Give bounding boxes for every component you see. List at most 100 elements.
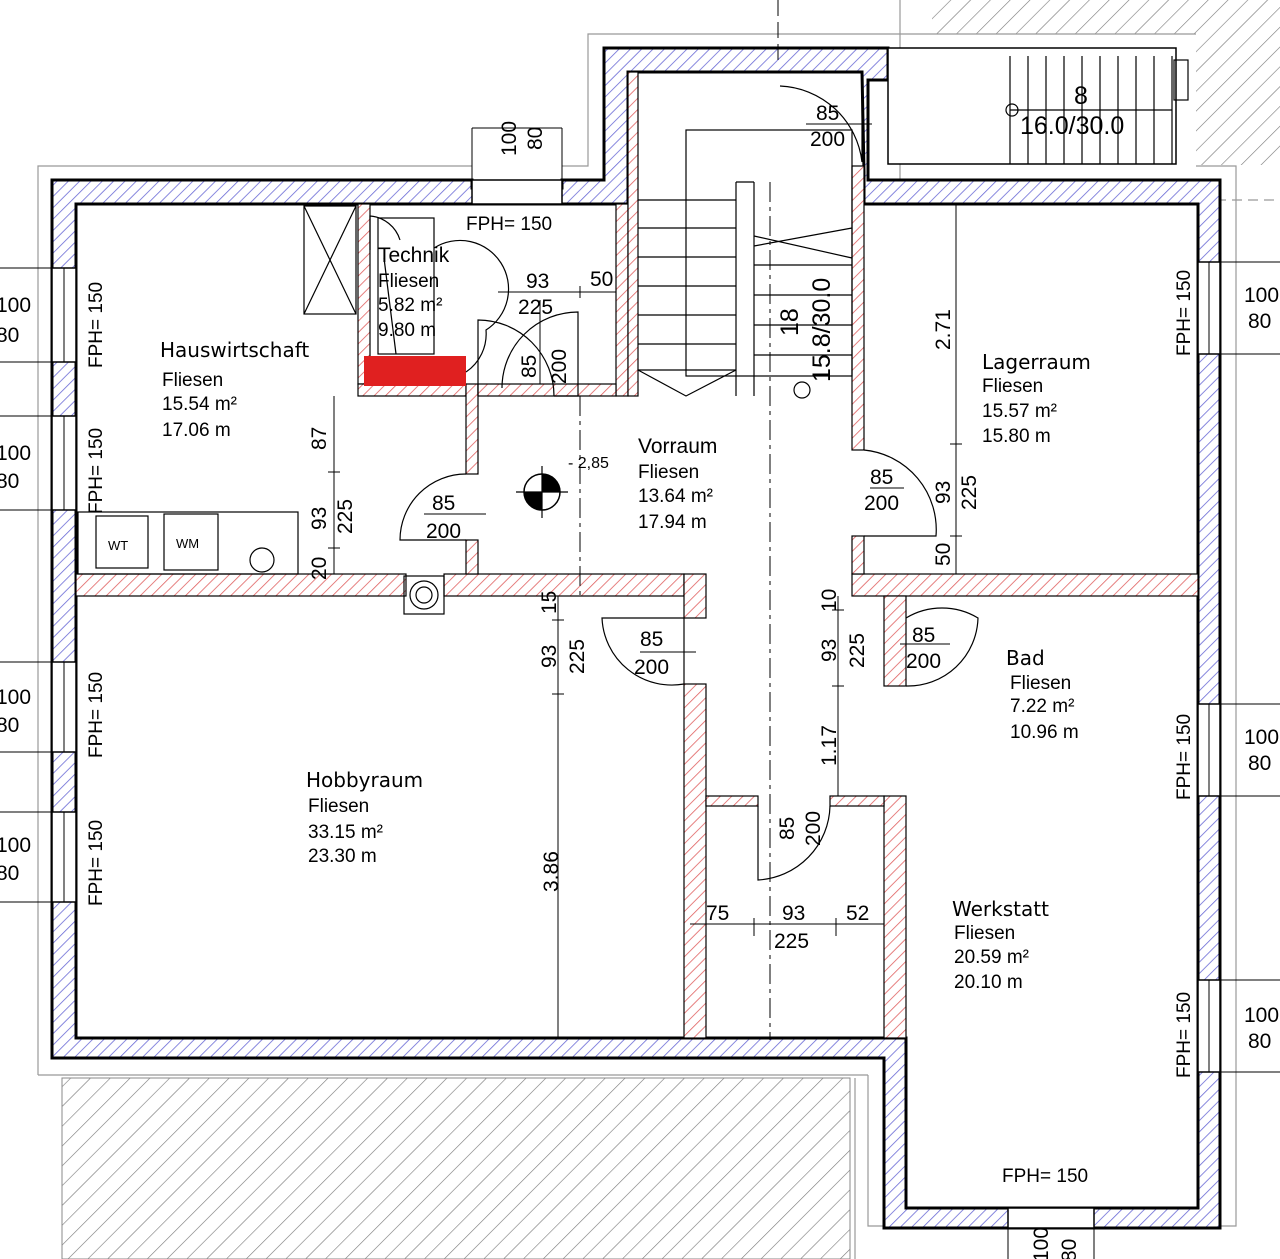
svg-text:200: 200 (864, 492, 899, 515)
svg-text:225: 225 (518, 296, 553, 319)
fph-label: FPH= 150 (86, 282, 107, 368)
fixtures (77, 205, 445, 615)
svg-text:50: 50 (590, 268, 613, 291)
stairs-landing (1005, 56, 1189, 164)
svg-text:10: 10 (818, 589, 841, 612)
svg-text:17.06 m: 17.06 m (162, 420, 231, 441)
room-hobbyraum: Hobbyraum Fliesen 33.15 m² 23.30 m (306, 768, 423, 867)
level-marker-icon (516, 466, 568, 518)
svg-text:Fliesen: Fliesen (1010, 673, 1071, 694)
svg-text:200: 200 (634, 656, 669, 679)
svg-text:85: 85 (518, 355, 541, 378)
svg-text:100: 100 (1244, 726, 1279, 749)
fph-label: FPH= 150 (466, 214, 552, 235)
svg-text:93: 93 (538, 645, 561, 668)
svg-text:225: 225 (566, 639, 589, 674)
appliance-wt: WT (108, 538, 128, 553)
svg-text:100: 100 (0, 686, 31, 709)
fph-label: FPH= 150 (1002, 1166, 1088, 1187)
room-lagerraum: Lagerraum Fliesen 15.57 m² 15.80 m (982, 350, 1091, 447)
svg-text:225: 225 (958, 475, 981, 510)
room-technik: Technik Fliesen 5.82 m² 9.80 m (378, 244, 450, 341)
svg-text:80: 80 (1248, 310, 1271, 333)
door-dims: 85 200 85 200 85 200 85 200 85 200 85 20… (426, 102, 941, 846)
interior-walls (75, 71, 1199, 1039)
technik-red-unit (364, 356, 466, 386)
svg-text:100: 100 (0, 442, 31, 465)
svg-text:80: 80 (0, 714, 19, 737)
svg-text:80: 80 (0, 862, 19, 885)
svg-text:80: 80 (0, 324, 19, 347)
svg-text:7.22 m²: 7.22 m² (1010, 696, 1074, 717)
svg-text:80: 80 (1248, 752, 1271, 775)
svg-text:225: 225 (774, 930, 809, 953)
window-sills (0, 127, 1280, 1259)
svg-text:200: 200 (802, 811, 825, 846)
svg-text:80: 80 (1058, 1239, 1081, 1259)
svg-text:Fliesen: Fliesen (638, 462, 699, 483)
svg-text:50: 50 (932, 543, 955, 566)
svg-text:93: 93 (782, 902, 805, 925)
svg-text:100: 100 (0, 294, 31, 317)
svg-text:Fliesen: Fliesen (162, 370, 223, 391)
svg-text:93: 93 (932, 481, 955, 504)
terrain-hatch-bottom (61, 1077, 851, 1259)
stairs-main-ratio: 15.8/30.0 (808, 278, 836, 382)
svg-text:Vorraum: Vorraum (638, 435, 717, 458)
svg-text:Fliesen: Fliesen (378, 271, 439, 292)
svg-text:15: 15 (538, 591, 561, 614)
svg-text:93: 93 (308, 507, 331, 530)
svg-text:Lagerraum: Lagerraum (982, 350, 1091, 374)
stairs-landing-ratio: 16.0/30.0 (1020, 112, 1124, 140)
svg-text:93: 93 (818, 639, 841, 662)
svg-text:200: 200 (906, 650, 941, 673)
door-swings (369, 85, 979, 881)
room-werkstatt: Werkstatt Fliesen 20.59 m² 20.10 m (952, 897, 1049, 993)
appliance-wm: WM (176, 536, 199, 551)
level-value: - 2,85 (568, 455, 609, 472)
svg-text:5.82 m²: 5.82 m² (378, 295, 442, 316)
svg-text:15.57 m²: 15.57 m² (982, 401, 1057, 422)
fph-label: FPH= 150 (1174, 992, 1195, 1078)
svg-text:75: 75 (706, 902, 729, 925)
svg-text:2.71: 2.71 (932, 309, 955, 350)
svg-text:87: 87 (308, 427, 331, 450)
svg-text:13.64 m²: 13.64 m² (638, 486, 713, 507)
svg-text:80: 80 (524, 127, 547, 150)
fph-label: FPH= 150 (1174, 270, 1195, 356)
svg-text:200: 200 (810, 128, 845, 151)
svg-text:100: 100 (1244, 284, 1279, 307)
room-vorraum: Vorraum Fliesen 13.64 m² 17.94 m (638, 435, 717, 533)
svg-text:20: 20 (308, 557, 331, 580)
svg-text:3.86: 3.86 (540, 851, 563, 892)
svg-text:9.80 m: 9.80 m (378, 320, 436, 341)
svg-text:20.10 m: 20.10 m (954, 972, 1023, 993)
svg-text:20.59 m²: 20.59 m² (954, 947, 1029, 968)
fph-label: FPH= 150 (86, 820, 107, 906)
svg-text:100: 100 (1030, 1227, 1053, 1259)
svg-text:80: 80 (1248, 1030, 1271, 1053)
svg-text:93: 93 (526, 270, 549, 293)
svg-text:Fliesen: Fliesen (308, 796, 369, 817)
svg-text:15.80 m: 15.80 m (982, 426, 1051, 447)
svg-text:100: 100 (1244, 1004, 1279, 1027)
window-dims: 100 80 100 80 100 80 100 80 100 80 100 8… (0, 121, 1279, 1259)
stairs-main (637, 129, 853, 399)
fph-label: FPH= 150 (1174, 714, 1195, 800)
dimension-texts: 93 225 50 87 93 225 20 15 93 225 3.86 10… (308, 268, 981, 953)
svg-text:85: 85 (776, 817, 799, 840)
svg-text:85: 85 (816, 102, 839, 125)
svg-text:100: 100 (498, 121, 521, 156)
stairs-main-count: 18 (776, 308, 804, 336)
fph-label: FPH= 150 (86, 672, 107, 758)
svg-text:Hobbyraum: Hobbyraum (306, 768, 423, 792)
svg-text:17.94 m: 17.94 m (638, 512, 707, 533)
svg-text:200: 200 (548, 349, 571, 384)
terrain-hatch-top (932, 0, 1196, 34)
svg-text:Fliesen: Fliesen (954, 923, 1015, 944)
svg-text:Hauswirtschaft: Hauswirtschaft (160, 338, 309, 362)
svg-text:85: 85 (912, 624, 935, 647)
svg-text:85: 85 (640, 628, 663, 651)
svg-text:10.96 m: 10.96 m (1010, 722, 1079, 743)
